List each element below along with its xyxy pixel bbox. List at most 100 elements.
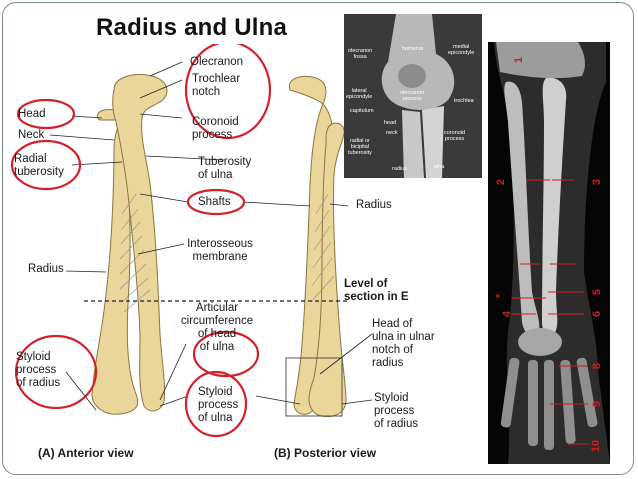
label-tuberosity-ulna-line2: of ulna bbox=[198, 169, 233, 181]
label-head-ulna-notch-line2: ulna in ulnar bbox=[372, 331, 435, 343]
label-coronoid-process: Coronoid process bbox=[192, 116, 239, 142]
xr-number-star: * bbox=[494, 293, 507, 299]
label-styloid-radius: Styloid process of radius bbox=[16, 351, 60, 390]
xr-radius: radius bbox=[392, 166, 407, 172]
label-coronoid-process-line2: process bbox=[192, 129, 233, 141]
label-styloid-radius-line2: process bbox=[16, 364, 57, 376]
label-radius-left: Radius bbox=[28, 263, 64, 275]
xr-number-9: 9 bbox=[591, 400, 604, 408]
label-articular-line4: of ulna bbox=[199, 341, 235, 353]
xr-medial-epicondyle-line1: medial bbox=[453, 44, 470, 50]
circle-olecranon-notch-coronoid bbox=[184, 44, 272, 140]
forearm-xray-image bbox=[488, 42, 610, 464]
label-trochlear-notch-line1: Trochlear bbox=[192, 73, 241, 85]
label-level-section-line2: section in E bbox=[344, 291, 409, 303]
xr-radial-tuberosity-line2: bicipital bbox=[350, 144, 370, 150]
label-radius-right: Radius bbox=[356, 199, 392, 211]
ulna-anterior-bone bbox=[112, 74, 168, 412]
xr-olecranon-process-line2: process bbox=[402, 96, 422, 102]
label-styloid-radius-right-line1: Styloid bbox=[374, 392, 409, 404]
xr-number-3: 3 bbox=[591, 178, 604, 186]
label-styloid-radius-right-line2: process bbox=[374, 405, 415, 417]
label-styloid-radius-line1: Styloid bbox=[16, 351, 51, 363]
xr-medial-epicondyle-line2: epicondyle bbox=[448, 50, 475, 56]
xr-radial-tuberosity-line1: radial or bbox=[349, 138, 370, 144]
label-head-ulna-notch: Head of ulna in ulnar notch of radius bbox=[372, 318, 435, 370]
circle-shafts bbox=[186, 188, 246, 216]
xr-lateral-epicondyle-line2: epicondyle bbox=[346, 94, 373, 100]
xr-lateral-epicondyle: lateral epicondyle bbox=[346, 88, 372, 100]
label-styloid-ulna: Styloid process of ulna bbox=[198, 386, 238, 425]
xr-neck: neck bbox=[386, 130, 398, 136]
label-styloid-ulna-line2: process bbox=[198, 399, 239, 411]
xr-radial-tuberosity: radial or bicipital tuberosity bbox=[348, 138, 372, 156]
caption-posterior-view: (B) Posterior view bbox=[274, 446, 377, 460]
circle-radial-tuberosity bbox=[10, 139, 82, 191]
interosseous-membrane-posterior bbox=[310, 193, 335, 303]
label-interosseous-line2: membrane bbox=[192, 251, 248, 263]
forearm-xray: 1 2 3 4 5 6 * 8 9 10 bbox=[488, 42, 610, 464]
xr-number-6: 6 bbox=[591, 310, 604, 318]
label-styloid-radius-right-line3: of radius bbox=[374, 418, 419, 430]
label-articular-line1: Articular bbox=[195, 302, 239, 314]
xr-number-5: 5 bbox=[591, 288, 604, 296]
xr-number-10: 10 bbox=[590, 439, 603, 453]
label-neck: Neck bbox=[18, 129, 45, 141]
label-trochlear-notch-line2: notch bbox=[192, 86, 221, 98]
elbow-xray: olecranon fossa humerus medial epicondyl… bbox=[344, 14, 482, 178]
label-radial-tuberosity-line1: Radial bbox=[14, 153, 47, 165]
label-radial-tuberosity-line2: tuberosity bbox=[14, 166, 64, 178]
label-olecranon: Olecranon bbox=[190, 56, 244, 68]
xr-trochlea: trochlea bbox=[454, 98, 474, 104]
xr-coronoid-process: coronoid process bbox=[444, 130, 465, 142]
xr-olecranon-process-line1: olecranon bbox=[400, 90, 425, 96]
xr-number-4: 4 bbox=[501, 310, 514, 318]
label-level-section-line1: Level of bbox=[344, 278, 388, 290]
xr-ulna: ulna bbox=[434, 164, 445, 170]
anatomy-illustration bbox=[10, 44, 373, 438]
xr-olecranon-fossa: olecranon fossa bbox=[348, 48, 372, 60]
xr-capitulum: capitulum bbox=[350, 108, 374, 114]
label-head: Head bbox=[18, 108, 46, 120]
xr-number-8: 8 bbox=[591, 362, 604, 370]
xr-olecranon-process: olecranon process bbox=[400, 90, 424, 102]
label-tuberosity-ulna: Tuberosity of ulna bbox=[198, 156, 251, 182]
label-shafts: Shafts bbox=[198, 196, 231, 208]
xr-medial-epicondyle: medial epicondyle bbox=[448, 44, 474, 56]
xr-coronoid-process-line2: process bbox=[444, 136, 465, 142]
caption-anterior-view: (A) Anterior view bbox=[38, 446, 134, 460]
xr-olecranon-fossa-line1: olecranon bbox=[348, 48, 373, 54]
circle-articular bbox=[192, 330, 260, 378]
label-styloid-radius-line3: of radius bbox=[16, 377, 61, 389]
elbow-xray-image bbox=[344, 14, 482, 178]
xr-head: head bbox=[384, 120, 397, 126]
xr-number-2: 2 bbox=[495, 178, 508, 186]
label-head-ulna-notch-line4: radius bbox=[372, 357, 404, 369]
xr-number-1: 1 bbox=[513, 56, 526, 64]
label-styloid-ulna-line1: Styloid bbox=[198, 386, 233, 398]
label-level-section: Level of section in E bbox=[344, 278, 409, 304]
label-styloid-ulna-line3: of ulna bbox=[198, 412, 233, 424]
label-articular: Articular circumference of head of ulna bbox=[172, 302, 262, 354]
label-head-ulna-notch-line3: notch of bbox=[372, 344, 413, 356]
circle-styloid-ulna bbox=[184, 370, 248, 438]
xr-coronoid-process-line1: coronoid bbox=[444, 130, 466, 136]
highlight-circles bbox=[10, 44, 272, 438]
label-interosseous: Interosseous membrane bbox=[180, 238, 260, 264]
label-coronoid-process-line1: Coronoid bbox=[192, 116, 239, 128]
radius-posterior-bone bbox=[308, 122, 347, 418]
circle-styloid-radius bbox=[14, 334, 98, 410]
label-styloid-radius-right: Styloid process of radius bbox=[374, 392, 418, 431]
label-trochlear-notch: Trochlear notch bbox=[192, 73, 240, 99]
xr-humerus: humerus bbox=[402, 46, 424, 52]
label-articular-line3: of head bbox=[197, 328, 237, 340]
label-radial-tuberosity: Radial tuberosity bbox=[14, 153, 64, 179]
label-tuberosity-ulna-line1: Tuberosity bbox=[198, 156, 252, 168]
circle-head bbox=[16, 98, 76, 130]
label-head-ulna-notch-line1: Head of bbox=[372, 318, 413, 330]
label-articular-line2: circumference bbox=[180, 315, 254, 327]
slide-border bbox=[2, 2, 634, 475]
xr-lateral-epicondyle-line1: lateral bbox=[351, 88, 367, 94]
leader-lines bbox=[49, 61, 373, 411]
